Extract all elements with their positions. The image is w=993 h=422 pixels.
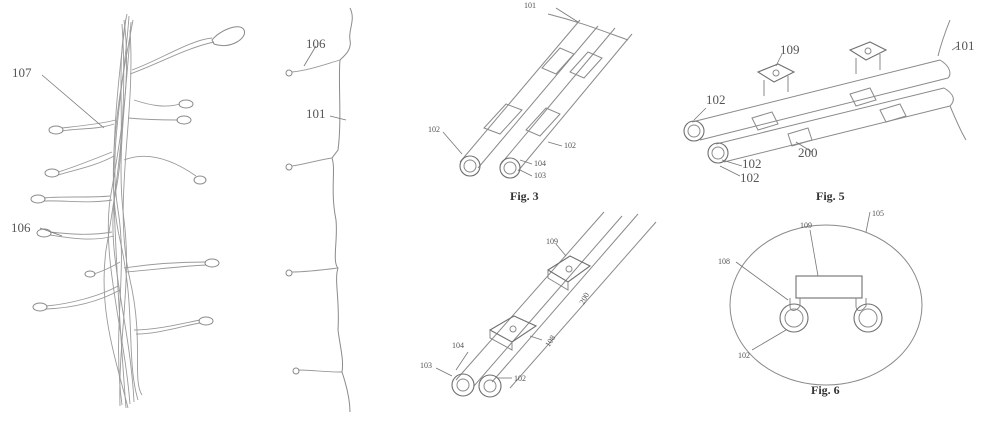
fig4-label-104: 104 — [452, 341, 464, 350]
figure-4-tubes-with-mounts: 109 200 108 104 103 102 — [420, 211, 657, 398]
fig5-label-102-top: 102 — [706, 92, 726, 107]
fig5-caption: Fig. 5 — [816, 189, 845, 203]
figure-3-tubes-with-sleeves: 101 102 102 104 103 Fig. 3 — [428, 1, 633, 203]
fig6-label-105: 105 — [872, 209, 884, 218]
fig3-label-101: 101 — [524, 1, 536, 10]
fig6-label-102: 102 — [738, 351, 750, 360]
fig4-label-109: 109 — [546, 237, 558, 246]
fig5-label-101: 101 — [955, 38, 975, 53]
fig2-label-106: 106 — [306, 36, 326, 51]
fig3-caption: Fig. 3 — [510, 189, 539, 203]
fig5-label-200: 200 — [798, 145, 818, 160]
fig6-caption: Fig. 6 — [811, 383, 840, 397]
figure-6-cross-section: 109 105 108 102 Fig. 6 — [718, 209, 923, 397]
fig6-label-108: 108 — [718, 257, 730, 266]
fig3-label-103: 103 — [534, 171, 546, 180]
figure-5-perspective-tubes: 109 101 102 102 102 200 Fig. 5 — [683, 19, 975, 203]
fig4-label-102: 102 — [514, 374, 526, 383]
fig6-label-109: 109 — [800, 221, 812, 230]
fig4-label-103: 103 — [420, 361, 432, 370]
fig4-label-200: 200 — [578, 291, 592, 306]
fig1-label-106: 106 — [11, 220, 31, 235]
fig3-label-104: 104 — [534, 159, 546, 168]
fig3-label-102-left: 102 — [428, 125, 440, 134]
figure-1-wire-bundle: 107 106 — [11, 13, 246, 409]
fig5-label-102-mid: 102 — [742, 156, 762, 171]
fig3-label-102-right: 102 — [564, 141, 576, 150]
fig5-label-102-bottom: 102 — [740, 170, 760, 185]
fig1-label-107: 107 — [12, 65, 32, 80]
fig5-label-109: 109 — [780, 42, 800, 57]
fig2-label-101: 101 — [306, 106, 326, 121]
figure-2-string-profile: 106 101 — [285, 7, 353, 413]
